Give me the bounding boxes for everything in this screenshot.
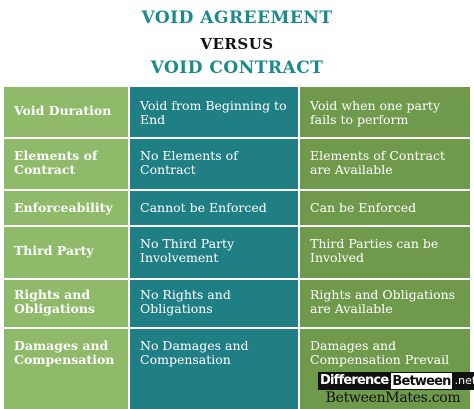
row-divider	[4, 137, 470, 139]
agreement-cell: Void from Beginning to End	[130, 87, 300, 137]
agreement-cell: No Damages and Compensation	[130, 329, 300, 409]
title-void-agreement: VOID AGREEMENT	[141, 8, 333, 28]
contract-cell: Rights and Obligations are Available	[300, 280, 470, 327]
row-label: Rights and Obligations	[4, 280, 130, 327]
agreement-cell: No Rights and Obligations	[130, 280, 300, 327]
contract-cell: Third Parties can be Involved	[300, 227, 470, 278]
watermark-site: BetweenMates.com	[325, 390, 461, 406]
table-row: Void Duration Void from Beginning to End…	[4, 87, 470, 137]
agreement-cell: Cannot be Enforced	[130, 191, 300, 225]
comparison-header: VOID AGREEMENT VERSUS VOID CONTRACT	[0, 6, 474, 82]
row-label: Third Party	[4, 227, 130, 278]
table-row: Damages and Compensation No Damages and …	[4, 329, 470, 409]
row-divider	[4, 225, 470, 227]
contract-cell: Void when one party fails to perform	[300, 87, 470, 137]
contract-cell: Can be Enforced	[300, 191, 470, 225]
row-divider	[4, 189, 470, 191]
row-label: Elements of Contract	[4, 139, 130, 189]
row-divider	[4, 278, 470, 280]
table-row: Third Party No Third Party Involvement T…	[4, 227, 470, 278]
watermark-between: Between	[390, 372, 453, 390]
watermark-logo: Difference Between .net	[318, 372, 474, 390]
table-row: Rights and Obligations No Rights and Obl…	[4, 280, 470, 327]
table-row: Enforceability Cannot be Enforced Can be…	[4, 191, 470, 225]
title-versus: VERSUS	[200, 35, 274, 53]
table-row: Elements of Contract No Elements of Cont…	[4, 139, 470, 189]
row-label: Void Duration	[4, 87, 130, 137]
row-label: Damages and Compensation	[4, 329, 130, 409]
watermark-difference: Difference	[318, 372, 391, 390]
title-void-contract: VOID CONTRACT	[150, 58, 324, 78]
site-watermark: Difference Between .net BetweenMates.com	[318, 372, 474, 406]
watermark-net: .net	[452, 372, 474, 390]
contract-cell: Damages and Compensation Prevail	[300, 329, 470, 409]
row-divider	[4, 327, 470, 329]
agreement-cell: No Elements of Contract	[130, 139, 300, 189]
row-label: Enforceability	[4, 191, 130, 225]
agreement-cell: No Third Party Involvement	[130, 227, 300, 278]
contract-cell: Elements of Contract are Available	[300, 139, 470, 189]
